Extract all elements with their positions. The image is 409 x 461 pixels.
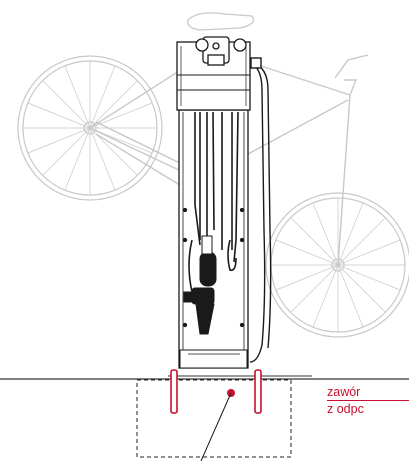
valve-callout: zawór z odpc bbox=[327, 385, 409, 416]
valve-leader-line bbox=[200, 392, 232, 461]
pump-hose bbox=[249, 57, 272, 363]
station-base bbox=[179, 349, 248, 369]
callout-line-2: z odpc bbox=[327, 402, 364, 416]
pump-head bbox=[183, 235, 217, 335]
callout-line-1: zawór bbox=[327, 385, 409, 401]
foundation-outline bbox=[136, 379, 292, 458]
anchor-bolts bbox=[170, 369, 262, 414]
anchor-bolt-left bbox=[170, 369, 178, 414]
front-wheel bbox=[265, 192, 409, 338]
saddle bbox=[187, 12, 255, 31]
anchor-bolt-right bbox=[254, 369, 262, 414]
